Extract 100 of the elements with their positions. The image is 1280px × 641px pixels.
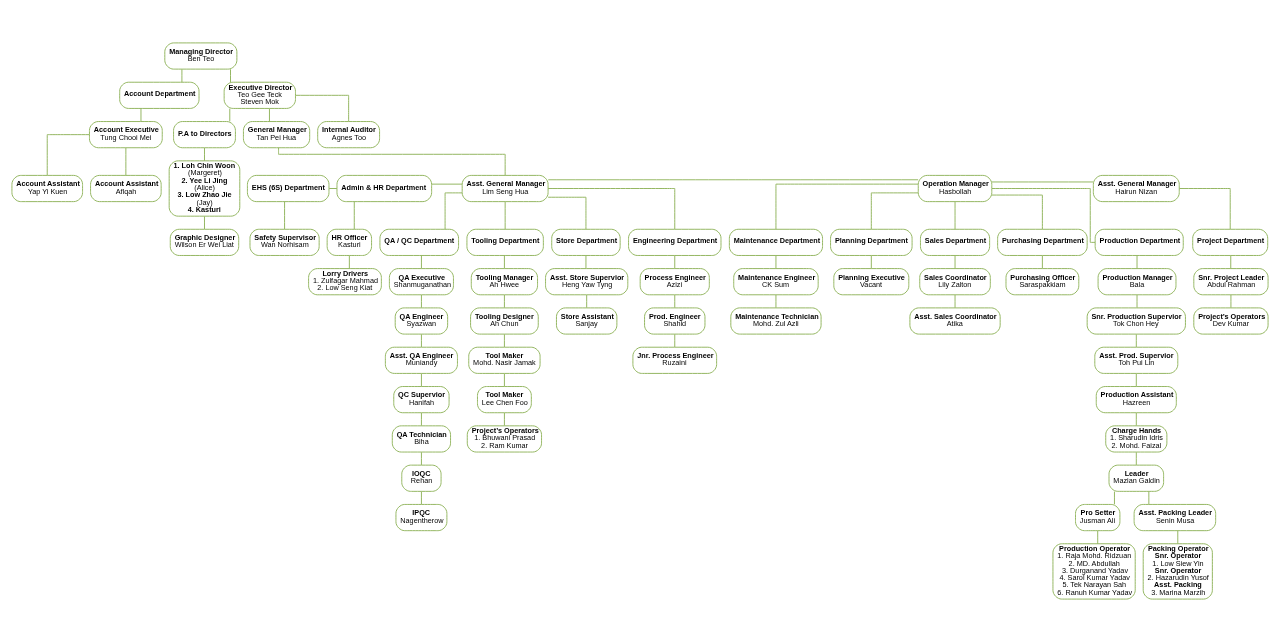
node-box: Tooling Designer Ah Chun xyxy=(470,306,539,335)
node-box: Store Assistant Sanjay xyxy=(556,306,618,335)
node-box: Production Department xyxy=(1094,228,1184,256)
node-box: Packing Operator Snr. Operator 1. Low Siew Yin Snr. Operator 2. Hazarudin Yusof Asst. Packing 3. Marina Marzih xyxy=(1142,542,1213,600)
connector xyxy=(504,200,506,230)
node-box: QC Supervior Hanifah xyxy=(393,385,450,413)
node-box: Account Assistant Yap Yi Kuen xyxy=(11,174,84,202)
connector xyxy=(420,294,422,308)
connector xyxy=(954,294,956,308)
connector xyxy=(269,107,270,122)
node-box: Admin & HR Department xyxy=(336,174,433,202)
node-box: Purchasing Department xyxy=(997,228,1088,256)
node-box: Snr. Production Supervior Tok Chon Hey xyxy=(1086,306,1186,335)
connector xyxy=(991,187,1096,243)
node-box: Production Manager Bala xyxy=(1097,267,1177,295)
node-box: Pro Setter Jusman Ali xyxy=(1075,503,1121,531)
node-box: Account Department xyxy=(119,81,200,109)
node-box: Tool Maker Mohd. Nasir Jamak xyxy=(468,346,541,374)
connector xyxy=(503,372,505,387)
connector xyxy=(204,215,205,230)
node-box: IOQC Rehan xyxy=(401,464,442,492)
node-box: Asst. QA Engineer Muniandy xyxy=(384,346,458,374)
node-box: Asst. General Manager Lim Seng Hua xyxy=(461,174,549,202)
connector xyxy=(1135,411,1137,426)
node-box: Production Operator 1. Raja Mohd. Ridzuan 2. MD. Abdullah 3. Durganand Yadav 4. Sarol Kumar Yadav 5. Tek Narayan Sah 6. Ranuh Kumar Yadav xyxy=(1052,542,1136,600)
connector xyxy=(954,254,956,269)
connector xyxy=(547,178,919,180)
connector xyxy=(1230,294,1232,308)
connector xyxy=(420,411,422,426)
connector xyxy=(775,294,777,308)
node-box: IPQC Nagentherow xyxy=(395,503,448,531)
connector xyxy=(1178,187,1231,230)
node-box: Store Department xyxy=(551,228,621,256)
node-box: Executive Director Teo Gee Teck Steven Mok xyxy=(223,81,296,109)
connector xyxy=(181,68,183,82)
node-box: Production Assistant Hazreen xyxy=(1095,385,1177,413)
node-box: Sales Coordinator Lily Zalton xyxy=(919,267,991,295)
connector xyxy=(870,191,919,230)
connector xyxy=(295,94,350,122)
node-box: Charge Hands 1. Sharudin Idris 2. Mohd. Faizal xyxy=(1105,424,1168,452)
node-box: Jnr. Process Engineer Ruzaini xyxy=(632,346,718,374)
node-box: Project Department xyxy=(1192,228,1269,256)
connector xyxy=(1041,254,1043,269)
connector xyxy=(585,254,587,269)
connector xyxy=(1230,254,1232,269)
connector xyxy=(348,254,350,269)
node-box: Lorry Drivers 1. Zulfagar Mahmad 2. Low Seng Kiat xyxy=(308,267,382,295)
node-box: QA / QC Department xyxy=(379,228,460,256)
node-box: Prod. Engineer Shahid xyxy=(644,306,706,335)
node-box: Project’s Operators 1. Bhuwani Prasad 2. Ram Kumar xyxy=(466,424,542,452)
connector xyxy=(444,191,463,230)
connector xyxy=(547,196,587,230)
node-box: Asst. Packing Leader Senin Musa xyxy=(1133,503,1217,531)
connector xyxy=(204,146,205,161)
node-box: Maintenance Department xyxy=(728,228,823,256)
connector xyxy=(353,200,355,230)
connector xyxy=(420,372,422,387)
node-box: Asst. Prod. Supervior Toh Pui Lin xyxy=(1094,346,1179,374)
connector xyxy=(1136,294,1138,308)
node-box: Account Assistant Aflqah xyxy=(90,174,162,202)
connector xyxy=(503,411,505,426)
connector xyxy=(674,294,676,308)
connector xyxy=(46,133,90,176)
node-box: Tooling Manager Ah Hwee xyxy=(470,267,538,295)
connector xyxy=(278,146,506,176)
node-box: Sales Department xyxy=(919,228,991,256)
node-box: Purchasing Officer Saraspakkiam xyxy=(1005,267,1080,295)
connector xyxy=(503,294,505,308)
connector xyxy=(954,200,956,230)
connector xyxy=(420,333,422,347)
connector xyxy=(674,254,676,269)
node-box: EHS (6S) Department xyxy=(246,174,330,202)
node-box: Operation Manager Hasbollah xyxy=(917,174,993,202)
node-box: QA Executive Shanmuganathan xyxy=(388,267,454,295)
connector xyxy=(1097,529,1099,544)
node-box: Leader Mazian Galdin xyxy=(1108,464,1165,492)
connector xyxy=(1177,529,1179,544)
connector xyxy=(503,333,505,347)
connector xyxy=(420,254,422,269)
connector xyxy=(420,451,422,465)
connector xyxy=(328,187,338,189)
node-box: Planning Executive Vacant xyxy=(833,267,910,295)
node-box: Maintenance Technician Mohd. Zul Azli xyxy=(730,306,822,335)
connector xyxy=(1135,333,1137,347)
connector xyxy=(431,183,463,185)
connector xyxy=(140,107,142,122)
connector xyxy=(1114,490,1115,505)
connector xyxy=(420,490,422,505)
connector xyxy=(870,254,872,269)
node-box: Asst. Store Supervior Heng Yaw Tyng xyxy=(545,267,629,295)
connector xyxy=(586,294,588,308)
node-box: Asst. Sales Coordinator Atika xyxy=(909,306,1001,335)
connector xyxy=(1148,490,1150,505)
node-box: QA Engineer Syazwan xyxy=(394,306,449,335)
node-box: Maintenance Engineer CK Sum xyxy=(733,267,819,295)
connector xyxy=(125,146,127,176)
node-box: Graphic Designer Wilson Er Wei Liat xyxy=(169,228,240,256)
node-box: Asst. General Manager Hairun Nizan xyxy=(1092,174,1180,202)
node-box: Safety Supervisor Wan Norhisam xyxy=(249,228,320,256)
node-box: Tooling Department xyxy=(466,228,544,256)
